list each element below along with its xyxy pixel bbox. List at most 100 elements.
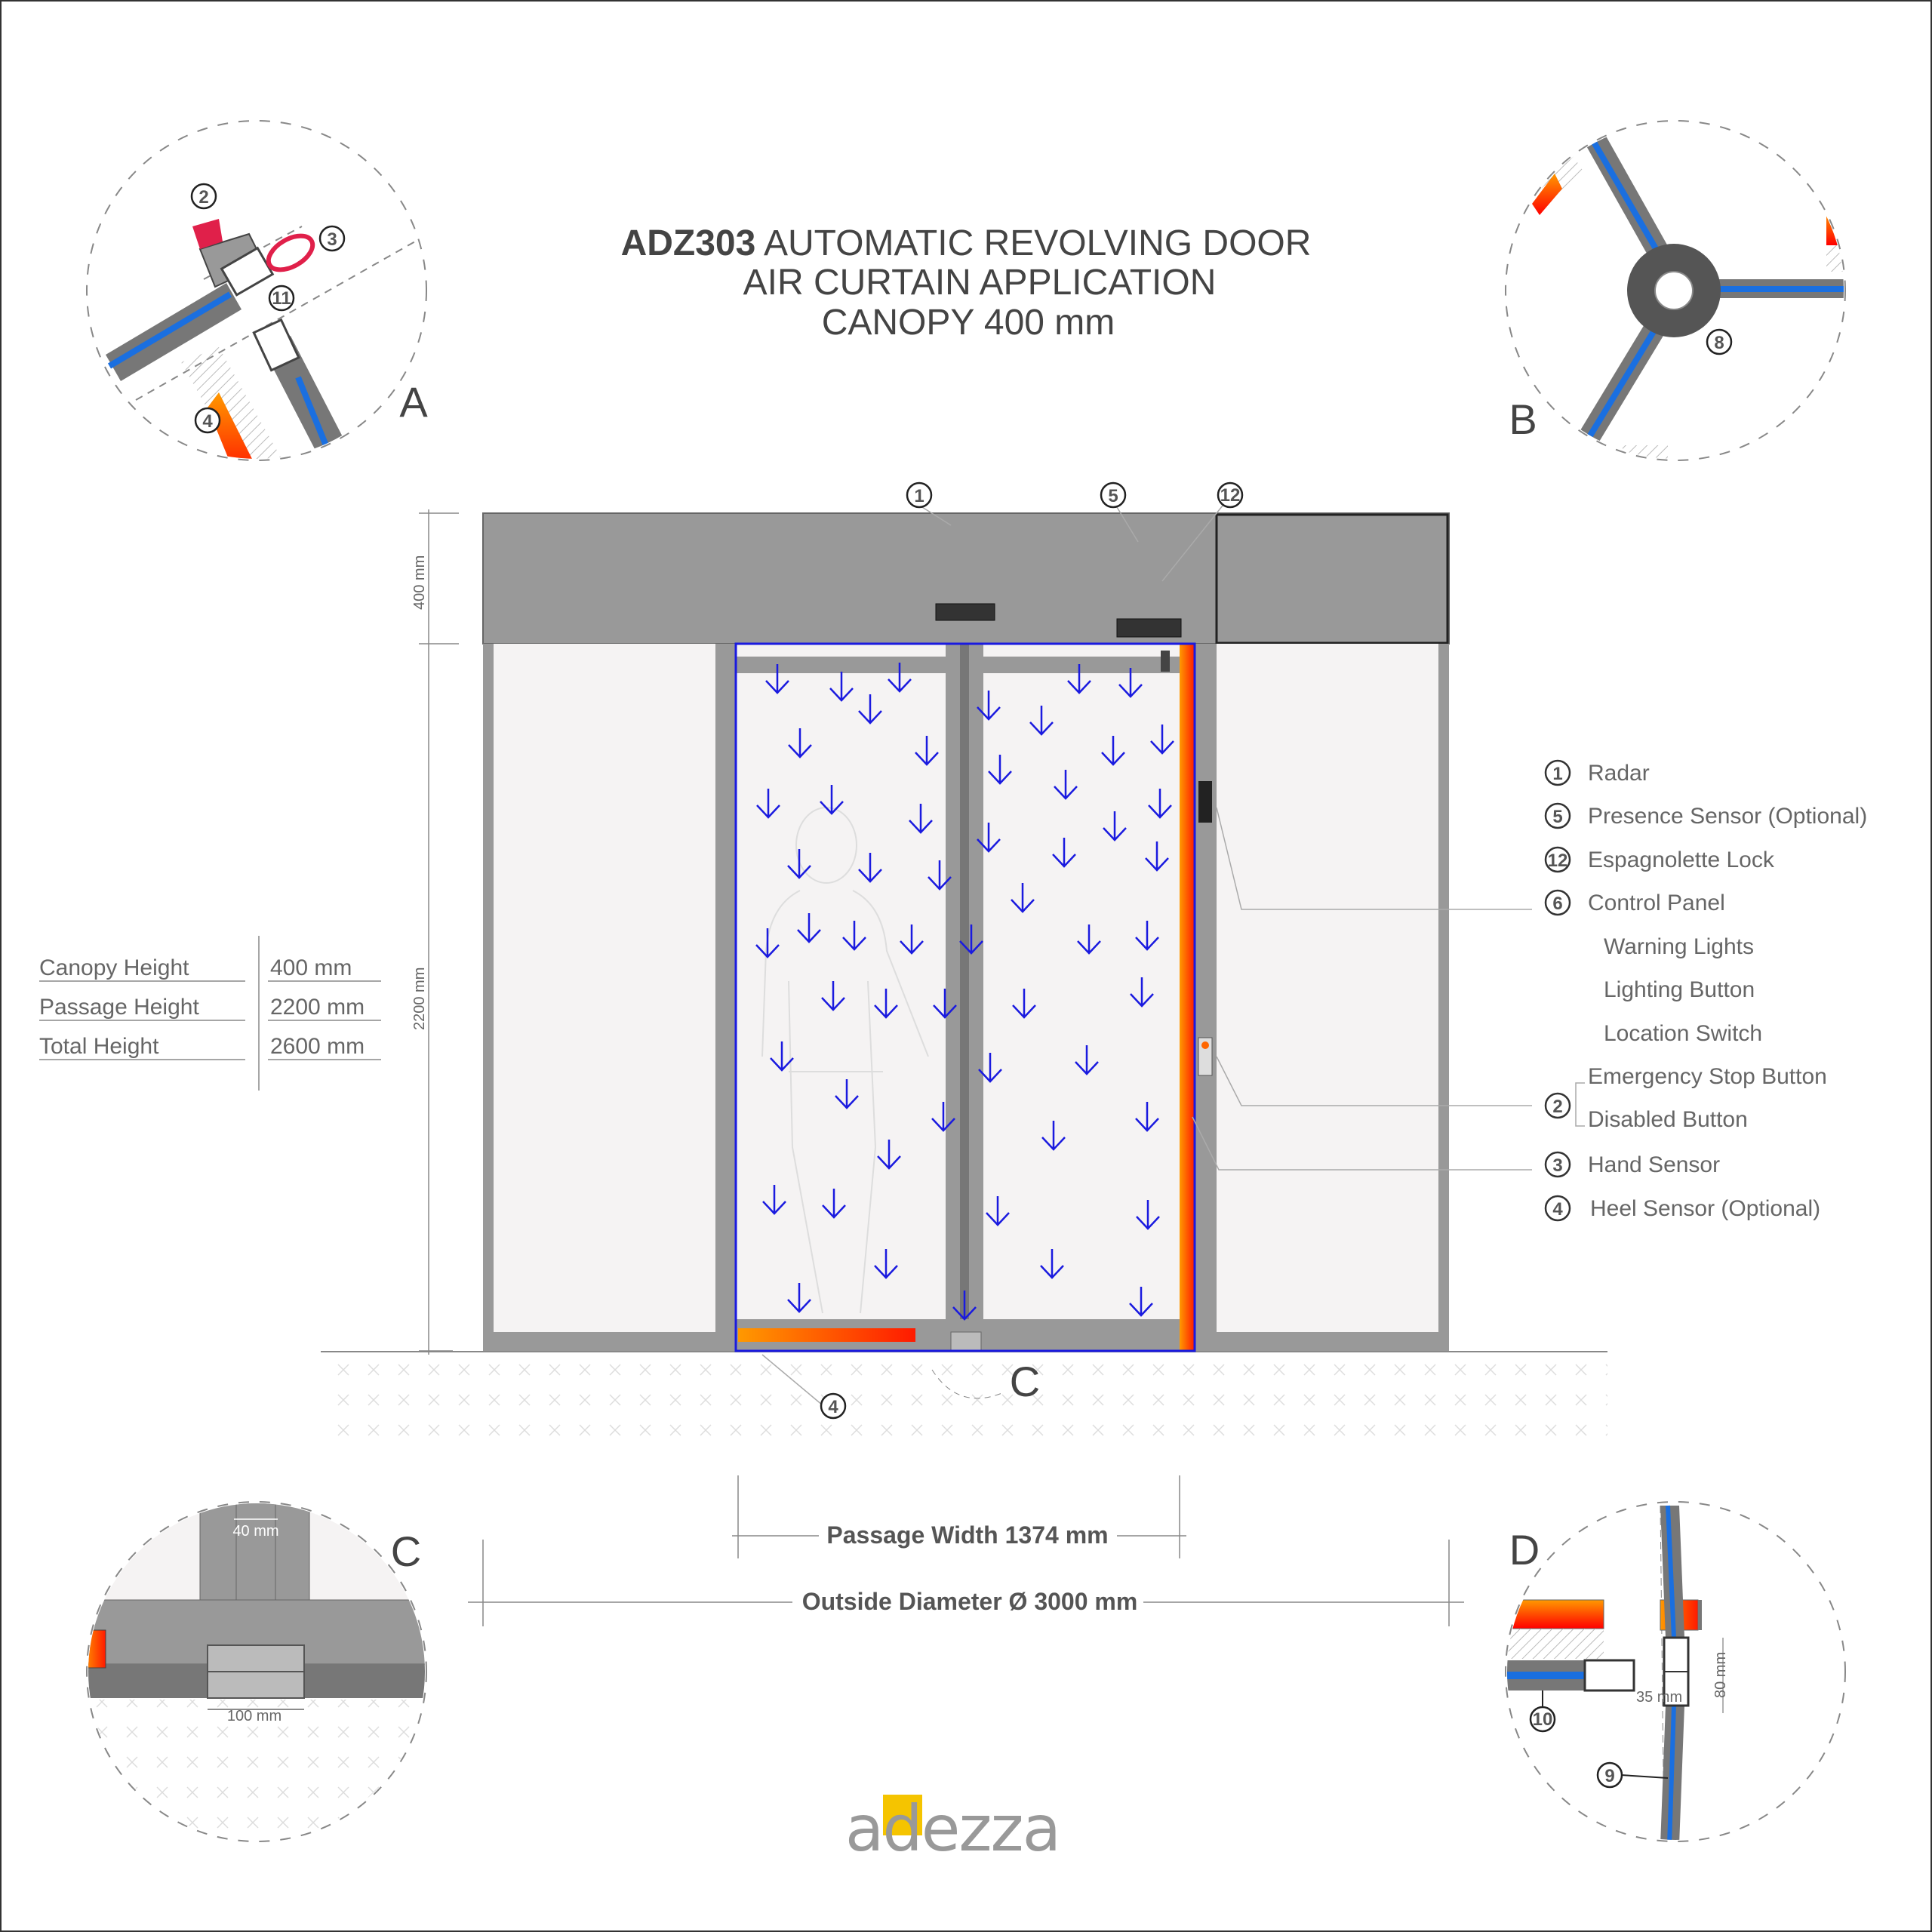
airflow-arrow [977,691,1001,721]
legend-label: Presence Sensor (Optional) [1588,804,1867,829]
detail-label-d: D [1509,1526,1540,1574]
airflow-arrow [977,823,1001,853]
airflow-arrow [835,1079,859,1109]
legend-label: Disabled Button [1588,1107,1748,1132]
door-callout-4: 4 [820,1392,847,1420]
spec-value: 400 mm [270,955,352,980]
airflow-arrow [1067,664,1091,694]
legend-label: Warning Lights [1604,934,1754,959]
svg-text:adezza: adezza [845,1792,1060,1866]
detail-c-dim-bottom: 100 mm [227,1708,281,1724]
airflow-arrow [874,989,898,1019]
outside-diameter-dimension: Outside Diameter Ø 3000 mm [802,1588,1138,1615]
airflow-arrow [874,1249,898,1279]
adezza-logo: adezza [845,1792,1061,1866]
airflow-arrow [1150,724,1174,755]
legend-label: Control Panel [1588,891,1725,915]
airflow-arrow [1029,706,1054,736]
svg-text:1: 1 [914,486,924,506]
legend-number: 2 [1552,1097,1562,1117]
airflow-arrow [1129,1287,1153,1317]
airflow-arrow [842,921,866,951]
legend-number: 6 [1552,894,1562,914]
detail-d-dim-height: 80 mm [1712,1652,1729,1698]
airflow-arrow [1148,789,1172,819]
svg-text:10: 10 [1533,1709,1553,1730]
legend-item: 6 Control Panel [1544,889,1725,916]
svg-text:11: 11 [272,288,291,309]
detail-b: 8 B [1505,120,1846,461]
door-elevation: 1 5 12 4 C [321,481,1607,1449]
airflow-arrow [959,924,983,955]
airflow-arrow [858,853,882,883]
detail-label-a: A [399,378,428,426]
legend-label: Radar [1588,761,1650,786]
airflow-arrow [1040,1249,1064,1279]
title-block: ADZ303 AUTOMATIC REVOLVING DOOR AIR CURT… [621,223,1312,343]
height-dimensions [419,509,459,1355]
door-callout-12: 12 [1217,481,1244,509]
canopy-dimension: 400 mm [411,555,428,610]
callout-9: 9 [1596,1761,1623,1789]
airflow-arrow [952,1291,977,1321]
svg-text:5: 5 [1108,486,1118,506]
airflow-arrow [1130,977,1154,1008]
spec-label: Canopy Height [39,955,189,980]
legend-label: Espagnolette Lock [1588,848,1775,872]
legend-label: Heel Sensor (Optional) [1590,1196,1820,1221]
airflow-arrow [1135,921,1159,951]
airflow-arrow [1118,668,1143,698]
spec-value: 2200 mm [270,995,365,1020]
airflow-arrow [858,694,882,724]
door-callout-1: 1 [906,481,933,509]
legend-item: Location Switch [1604,1021,1762,1046]
airflow-arrow [788,728,812,758]
callout-4: 4 [194,407,221,434]
airflow-arrow [1011,883,1035,913]
legend-number: 4 [1552,1199,1563,1220]
svg-text:4: 4 [202,411,213,432]
airflow-arrow [1012,989,1036,1019]
airflow-arrow [787,1283,811,1313]
svg-text:4: 4 [828,1397,838,1417]
callout-3: 3 [318,225,346,252]
airflow-arrow [988,755,1012,785]
passage-width-dimension: Passage Width 1374 mm [826,1521,1108,1549]
spec-row: Canopy Height 400 mm [39,955,381,982]
airflow-arrow [877,1140,901,1170]
airflow-arrow [978,1053,1002,1083]
callout-2: 2 [190,183,217,210]
svg-text:8: 8 [1714,333,1724,353]
legend-item: 4 Heel Sensor (Optional) [1544,1195,1820,1222]
callout-10: 10 [1529,1706,1556,1733]
callout-8: 8 [1706,328,1733,355]
airflow-arrow [1052,838,1076,868]
airflow-arrow [821,981,845,1011]
legend-item: 2 Emergency Stop Button [1544,1064,1827,1119]
title-line3: CANOPY 400 mm [822,303,1115,343]
legend-label: Hand Sensor [1588,1152,1720,1177]
detail-a: 2 3 11 4 A [86,120,428,461]
airflow-arrow [928,860,952,891]
svg-text:2: 2 [198,187,208,208]
detail-ref-c: C [1010,1358,1040,1405]
svg-text:9: 9 [1604,1766,1614,1786]
airflow-arrow [1145,841,1169,872]
airflow-arrow [1054,770,1078,800]
legend-item: 12 Espagnolette Lock [1544,846,1775,873]
detail-label-b: B [1509,395,1537,443]
airflow-arrow [1135,1102,1159,1132]
legend-item: Disabled Button [1588,1107,1748,1132]
airflow-arrow [986,1196,1010,1226]
airflow-arrow [756,789,780,819]
legend-label: Emergency Stop Button [1588,1064,1827,1089]
legend-number: 5 [1552,807,1562,827]
door-callout-5: 5 [1100,481,1127,509]
airflow-arrow [755,928,780,958]
airflow-arrow [909,804,933,834]
airflow-arrow [822,1189,846,1219]
spec-label: Total Height [39,1034,159,1059]
airflow-arrow [1077,924,1101,955]
legend-number: 12 [1548,851,1568,871]
